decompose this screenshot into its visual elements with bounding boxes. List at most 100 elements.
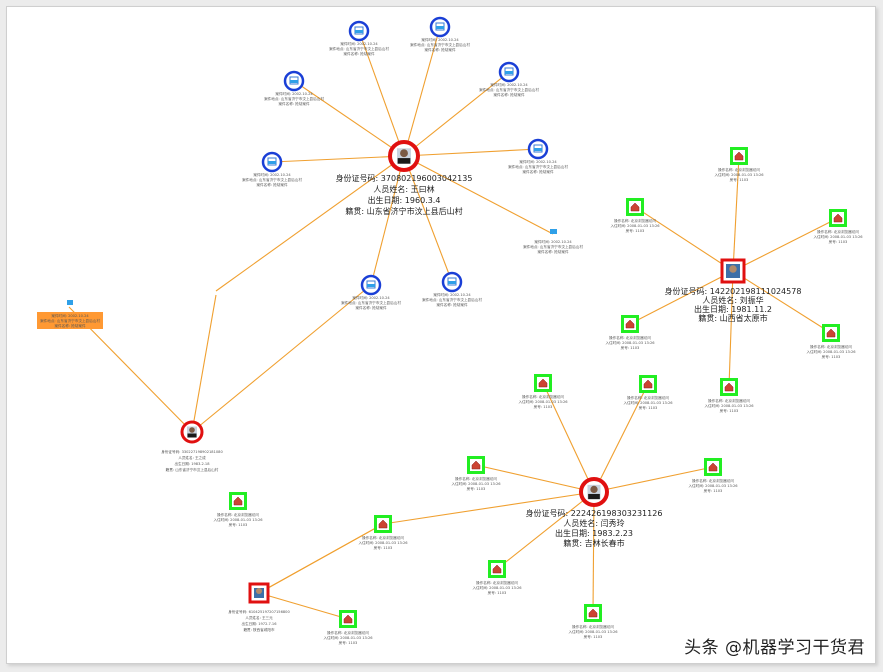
record-label-1: 入住时间: 2008-01-03 13:26 — [213, 517, 263, 522]
record-label-1: 入住时间: 2008-01-03 13:26 — [813, 234, 863, 239]
record-label-0: 操作名称: 北京浏览器访问 — [708, 398, 750, 403]
record-label-2: 房号: 1103 — [626, 228, 645, 233]
person-photo-head — [400, 149, 408, 158]
house-icon — [343, 614, 353, 624]
event-label-2: 案件名称: 抢劫案件 — [424, 47, 456, 52]
record-label-1: 入住时间: 2008-01-03 13:26 — [623, 400, 673, 405]
event-label-0: 案件时间: 2002.10.24 — [51, 313, 89, 318]
record-label-2: 房号: 1103 — [720, 408, 739, 413]
record-label-0: 操作名称: 北京浏览器访问 — [609, 335, 651, 340]
edge — [728, 270, 734, 388]
person-info-1: 人员姓名: 刘振华 — [702, 295, 763, 305]
record-label-2: 房号: 1103 — [639, 405, 658, 410]
event-label-1: 案件地点: 山东省济宁市汶上县后山村 — [422, 297, 482, 302]
event-label-0: 案件时间: 2002.10.24 — [421, 37, 459, 42]
document-icon — [550, 229, 557, 234]
record-label-1: 入住时间: 2008-01-03 13:26 — [568, 629, 618, 634]
person-info-2: 出生日期: 1960.3.4 — [368, 195, 441, 205]
document-icon-band — [436, 26, 444, 29]
record-label-2: 房号: 1103 — [704, 488, 723, 493]
event-label-2: 案件名称: 抢劫案件 — [54, 323, 86, 328]
record-label-2: 房号: 1103 — [829, 239, 848, 244]
person-info-2: 出生日期: 1983.2.23 — [555, 528, 633, 538]
house-icon — [833, 213, 843, 223]
event-label-1: 案件地点: 山东省济宁市汶上县后山村 — [410, 42, 470, 47]
record-label-0: 操作名称: 北京浏览器访问 — [217, 512, 259, 517]
person-info-0: 身份证号码: 370802196003042135 — [336, 173, 473, 183]
record-label-2: 房号: 1103 — [730, 177, 749, 182]
record-label-0: 操作名称: 北京浏览器访问 — [522, 394, 564, 399]
record-label-1: 入住时间: 2008-01-03 13:26 — [704, 403, 754, 408]
edge — [271, 155, 405, 163]
edge — [403, 26, 441, 157]
record-label-2: 房号: 1103 — [339, 640, 358, 645]
record-label-0: 操作名称: 北京浏览器访问 — [718, 167, 760, 172]
house-icon — [708, 462, 718, 472]
person-info-0: 身份证号码: 610425197207156800 — [228, 609, 290, 614]
person-info-1: 人员姓名: 闫秀玲 — [563, 518, 624, 528]
event-label-0: 案件时间: 2002.10.24 — [519, 159, 557, 164]
house-icon — [630, 202, 640, 212]
house-icon — [233, 496, 243, 506]
event-label-2: 案件名称: 抢劫案件 — [537, 249, 569, 254]
edge — [593, 466, 714, 493]
edge — [496, 491, 595, 570]
house-icon — [625, 319, 635, 329]
event-label-0: 案件时间: 2002.10.24 — [275, 91, 313, 96]
record-label-1: 入住时间: 2008-01-03 13:26 — [714, 172, 764, 177]
edge — [542, 382, 595, 493]
person-info-0: 身份证号码: 330227198902181080 — [161, 449, 223, 454]
record-label-0: 操作名称: 北京浏览器访问 — [362, 535, 404, 540]
document-icon-band — [355, 30, 363, 33]
edge — [382, 491, 595, 525]
edge — [191, 294, 217, 433]
event-label-2: 案件名称: 抢劫案件 — [278, 101, 310, 106]
house-icon — [734, 151, 744, 161]
document-icon-band — [534, 148, 542, 151]
person-info-3: 籍贯: 山西省太原市 — [698, 313, 767, 323]
person-info-1: 人员姓名: 王之成 — [178, 455, 206, 460]
edge — [191, 284, 372, 433]
record-label-0: 操作名称: 北京浏览器访问 — [476, 580, 518, 585]
record-label-2: 房号: 1103 — [467, 486, 486, 491]
person-info-2: 出生日期: 1972.7.16 — [241, 621, 277, 626]
event-label-0: 案件时间: 2002.10.24 — [433, 292, 471, 297]
event-label-1: 案件地点: 山东省济宁市汶上县后山村 — [264, 96, 324, 101]
house-icon — [826, 328, 836, 338]
edge — [593, 383, 649, 493]
selected-event-label[interactable] — [37, 312, 103, 329]
house-icon — [588, 608, 598, 618]
document-icon-band — [505, 71, 513, 74]
house-icon — [643, 379, 653, 389]
document-icon-band — [268, 161, 276, 164]
document-icon — [67, 300, 73, 305]
event-label-1: 案件地点: 山东省济宁市汶上县后山村 — [40, 318, 100, 323]
record-label-0: 操作名称: 北京浏览器访问 — [627, 395, 669, 400]
record-label-1: 入住时间: 2008-01-03 13:26 — [451, 481, 501, 486]
record-label-0: 操作名称: 北京浏览器访问 — [810, 344, 852, 349]
event-label-0: 案件时间: 2002.10.24 — [253, 172, 291, 177]
record-label-2: 房号: 1103 — [621, 345, 640, 350]
edge — [732, 270, 832, 334]
event-label-0: 案件时间: 2002.10.24 — [340, 41, 378, 46]
house-icon — [724, 382, 734, 392]
record-label-1: 入住时间: 2008-01-03 13:26 — [806, 349, 856, 354]
edge — [732, 155, 740, 272]
record-label-2: 房号: 1103 — [534, 404, 553, 409]
edge — [403, 155, 453, 283]
record-label-2: 房号: 1103 — [229, 522, 248, 527]
event-label-2: 案件名称: 抢劫案件 — [522, 169, 554, 174]
record-label-0: 操作名称: 北京浏览器访问 — [692, 478, 734, 483]
edge — [358, 30, 405, 157]
record-label-0: 操作名称: 北京浏览器访问 — [572, 624, 614, 629]
edge — [258, 523, 384, 594]
person-photo-head — [590, 485, 598, 494]
record-label-2: 房号: 1103 — [584, 634, 603, 639]
edge — [403, 155, 554, 235]
edge — [634, 206, 734, 272]
document-icon-band — [448, 281, 456, 284]
edge — [258, 592, 349, 620]
person-info-3: 籍贯: 陕西省咸阳市 — [243, 627, 275, 632]
